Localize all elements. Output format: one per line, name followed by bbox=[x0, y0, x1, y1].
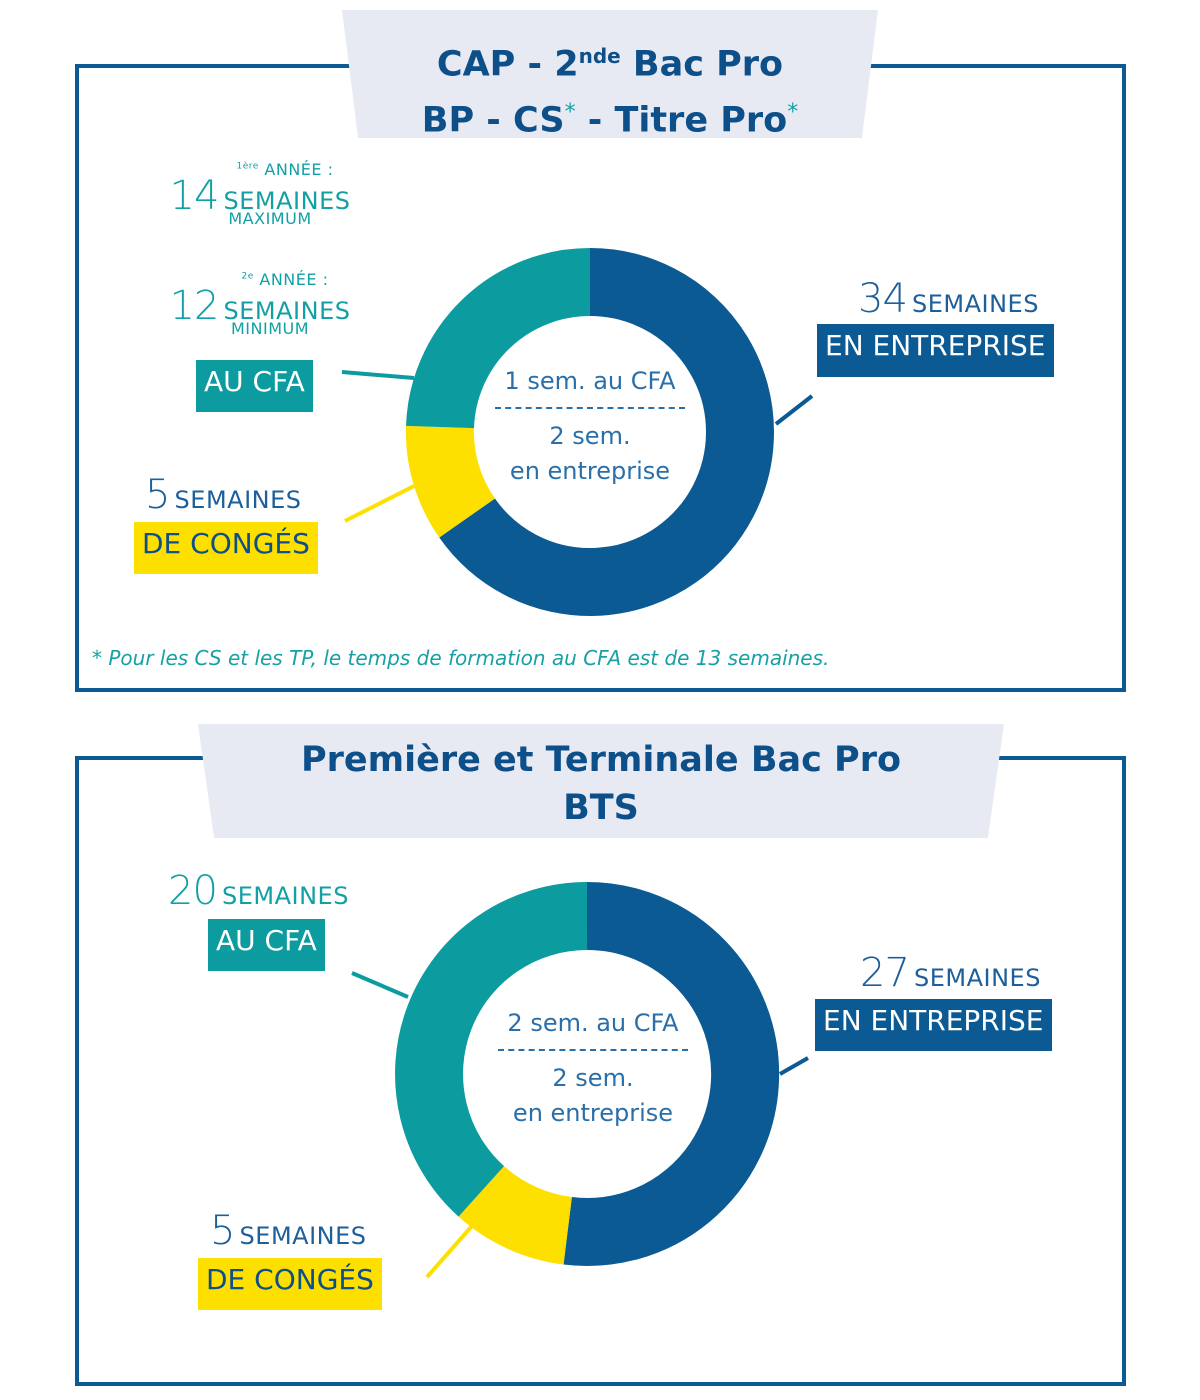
divider bbox=[495, 406, 685, 409]
cfa-year1-block: 1ère ANNÉE : 14 SEMAINES MAXIMUM bbox=[169, 160, 351, 228]
leader-line-cfa-2 bbox=[351, 971, 409, 999]
donut-center-text-2: 2 sem. au CFA 2 sem. en entreprise bbox=[482, 1006, 704, 1130]
leader-line-entreprise-2 bbox=[779, 1056, 809, 1076]
asterisk-icon: * bbox=[787, 99, 799, 125]
donut-chart-1 bbox=[405, 248, 774, 616]
cfa-year2-block: 2e ANNÉE : 12 SEMAINES MINIMUM bbox=[169, 270, 351, 338]
section1-title: CAP - 2nde Bac Pro BP - CS* - Titre Pro* bbox=[342, 32, 878, 141]
segment-conges bbox=[405, 425, 496, 538]
donut-chart-2 bbox=[395, 882, 780, 1266]
cfa-pill-2: AU CFA bbox=[208, 919, 325, 971]
entreprise-pill-2: EN ENTREPRISE bbox=[815, 999, 1052, 1051]
segment-cfa bbox=[406, 248, 591, 430]
leader-line-cfa-1 bbox=[341, 370, 415, 380]
segment-conges bbox=[458, 1165, 573, 1265]
conges-pill-2: DE CONGÉS bbox=[198, 1258, 382, 1310]
asterisk-icon: * bbox=[564, 99, 576, 125]
section1-title-line2: BP - CS* - Titre Pro* bbox=[421, 99, 799, 141]
segment-entreprise bbox=[439, 248, 774, 616]
segment-entreprise bbox=[563, 882, 780, 1266]
conges-label-1: 5 SEMAINES bbox=[145, 472, 302, 518]
segment-cfa bbox=[395, 882, 588, 1217]
leader-line-entreprise-1 bbox=[774, 394, 814, 426]
entreprise-pill-1: EN ENTREPRISE bbox=[817, 324, 1054, 377]
section2-title: Première et Terminale Bac Pro BTS bbox=[300, 740, 902, 828]
conges-pill-1: DE CONGÉS bbox=[134, 522, 318, 574]
entreprise-label-2: 27 SEMAINES bbox=[860, 950, 1041, 996]
footnote: * Pour les CS et les TP, le temps de for… bbox=[92, 646, 830, 670]
entreprise-label-1: 34 SEMAINES bbox=[858, 276, 1039, 322]
cfa-label-2: 20 SEMAINES bbox=[168, 868, 349, 914]
section1-title-line1: CAP - 2nde Bac Pro bbox=[436, 44, 784, 85]
leader-line-conges-1 bbox=[344, 484, 415, 523]
section2-title-tab: Première et Terminale Bac Pro BTS bbox=[198, 724, 1004, 838]
section1-title-tab: CAP - 2nde Bac Pro BP - CS* - Titre Pro* bbox=[342, 10, 878, 138]
cfa-pill-1: AU CFA bbox=[196, 360, 313, 412]
conges-label-2: 5 SEMAINES bbox=[210, 1208, 367, 1254]
donut-center-text-1: 1 sem. au CFA 2 sem. en entreprise bbox=[480, 364, 700, 488]
divider bbox=[498, 1048, 688, 1051]
leader-line-conges-2 bbox=[425, 1224, 474, 1279]
